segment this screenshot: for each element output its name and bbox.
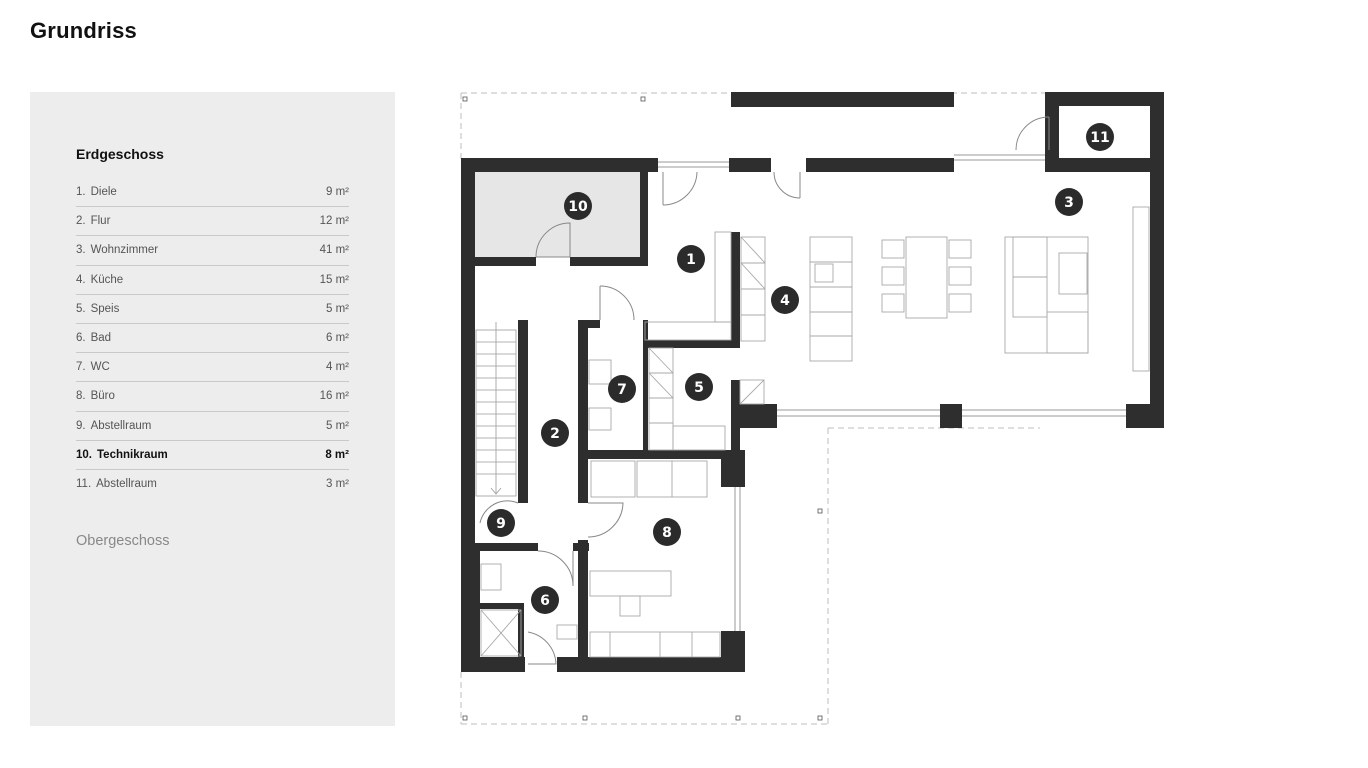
room-row-wohnzimmer[interactable]: 3. Wohnzimmer 41 m²: [76, 236, 349, 266]
room-number: 2.: [76, 215, 86, 228]
room-area: 4 m²: [326, 361, 349, 374]
room-name: Abstellraum: [96, 478, 157, 491]
room-marker-4[interactable]: 4: [771, 286, 799, 314]
room-marker-11[interactable]: 11: [1086, 123, 1114, 151]
room-row-technikraum[interactable]: 10. Technikraum 8 m²: [76, 441, 349, 470]
room-marker-2[interactable]: 2: [541, 419, 569, 447]
svg-text:4: 4: [780, 293, 790, 309]
room-name: Speis: [90, 302, 120, 315]
room-row-kueche[interactable]: 4. Küche 15 m²: [76, 266, 349, 295]
survey-points: [462, 96, 823, 721]
svg-text:3: 3: [1064, 195, 1074, 211]
room-row-abstellraum-2[interactable]: 11. Abstellraum 3 m²: [76, 470, 349, 499]
furniture: [480, 206, 1150, 658]
room-row-flur[interactable]: 2. Flur 12 m²: [76, 207, 349, 237]
floor-plan: 1 2 3 4 5 6 7 8 9 10 11: [455, 88, 1170, 730]
room-marker-1[interactable]: 1: [677, 245, 705, 273]
room-name: Flur: [90, 215, 111, 228]
room-area: 5 m²: [326, 302, 349, 315]
room-marker-6[interactable]: 6: [531, 586, 559, 614]
room-area: 12 m²: [319, 215, 349, 228]
room-number: 5.: [76, 302, 86, 315]
room-name: Büro: [90, 390, 115, 403]
room-marker-5[interactable]: 5: [685, 373, 713, 401]
room-marker-10[interactable]: 10: [564, 192, 592, 220]
svg-text:6: 6: [540, 593, 550, 609]
svg-text:2: 2: [550, 426, 560, 442]
svg-text:8: 8: [662, 525, 672, 541]
room-marker-8[interactable]: 8: [653, 518, 681, 546]
floor-plan-drawing: 1 2 3 4 5 6 7 8 9 10 11: [460, 92, 1164, 725]
room-area: 8 m²: [325, 448, 349, 461]
room-number: 3.: [76, 244, 86, 257]
svg-text:9: 9: [496, 516, 506, 532]
room-marker-9[interactable]: 9: [487, 509, 515, 537]
room-name: Technikraum: [97, 448, 168, 461]
svg-text:10: 10: [568, 199, 588, 215]
svg-text:11: 11: [1090, 130, 1109, 146]
room-area: 16 m²: [319, 390, 349, 403]
room-row-buero[interactable]: 8. Büro 16 m²: [76, 382, 349, 412]
room-markers: 1 2 3 4 5 6 7 8 9 10 11: [487, 123, 1114, 614]
svg-text:5: 5: [694, 380, 704, 396]
room-row-bad[interactable]: 6. Bad 6 m²: [76, 324, 349, 354]
staircase: [475, 322, 517, 497]
room-name: WC: [90, 361, 110, 374]
room-area: 5 m²: [326, 419, 349, 432]
room-number: 10.: [76, 448, 92, 461]
room-area: 3 m²: [326, 478, 349, 491]
room-name: Bad: [90, 332, 112, 345]
room-row-abstellraum[interactable]: 9. Abstellraum 5 m²: [76, 412, 349, 441]
room-number: 11.: [76, 478, 92, 491]
room-name: Abstellraum: [90, 419, 152, 432]
windows: [658, 154, 1126, 631]
walls: [461, 92, 1164, 672]
room-row-speis[interactable]: 5. Speis 5 m²: [76, 295, 349, 324]
room-highlight-technikraum[interactable]: [474, 171, 640, 257]
room-area: 6 m²: [326, 332, 349, 345]
room-number: 8.: [76, 390, 86, 403]
room-number: 4.: [76, 273, 86, 286]
room-name: Diele: [90, 186, 117, 199]
floor-title-upper[interactable]: Obergeschoss: [76, 533, 170, 549]
svg-text:1: 1: [686, 252, 696, 268]
room-number: 1.: [76, 186, 86, 199]
room-area: 9 m²: [326, 186, 349, 199]
room-row-wc[interactable]: 7. WC 4 m²: [76, 353, 349, 383]
room-number: 7.: [76, 361, 86, 374]
room-area: 15 m²: [319, 273, 349, 286]
room-number: 9.: [76, 419, 86, 432]
room-list: 1. Diele 9 m² 2. Flur 12 m² 3. Wohnzimmer 4…: [76, 178, 349, 499]
room-row-diele[interactable]: 1. Diele 9 m²: [76, 178, 349, 208]
room-area: 41 m²: [319, 244, 349, 257]
room-name: Wohnzimmer: [90, 244, 159, 257]
svg-text:7: 7: [617, 382, 627, 398]
room-marker-7[interactable]: 7: [608, 375, 636, 403]
room-sidebar: Erdgeschoss 1. Diele 9 m² 2. Flur 12 m² 3.…: [30, 92, 395, 726]
room-marker-3[interactable]: 3: [1055, 188, 1083, 216]
page-title: Grundriss: [30, 18, 137, 43]
room-name: Küche: [90, 273, 124, 286]
floor-title-ground[interactable]: Erdgeschoss: [76, 146, 164, 162]
doors: [479, 116, 1050, 665]
room-number: 6.: [76, 332, 86, 345]
